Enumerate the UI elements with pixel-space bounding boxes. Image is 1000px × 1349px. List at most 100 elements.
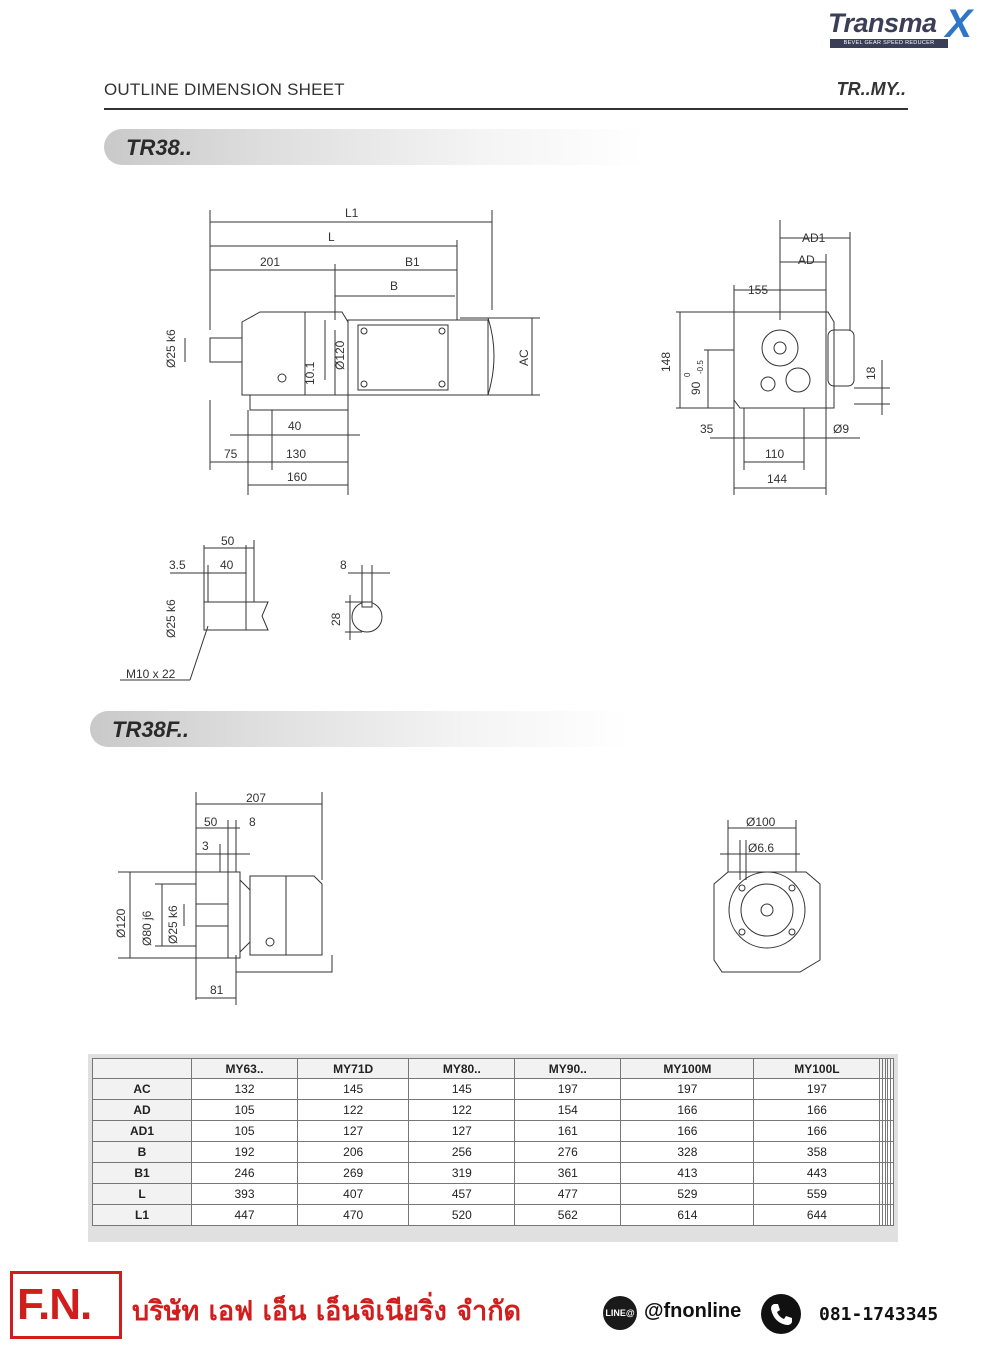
table-header-cell: MY80.. (408, 1058, 516, 1079)
dim-8-f: 8 (249, 815, 256, 829)
dim-10-1: 10.1 (303, 361, 317, 385)
row-label: L1 (92, 1204, 192, 1226)
dimension-table: MY63.. MY71D MY80.. MY90.. MY100M MY100L… (92, 1058, 894, 1226)
section-ribbon-tr38: TR38.. (104, 129, 644, 165)
table-header-cell: MY100M (620, 1058, 755, 1079)
line-icon: LINE@ (603, 1296, 637, 1330)
section-title: TR38F.. (112, 717, 190, 742)
row-label: B1 (92, 1162, 192, 1184)
dim-9: Ø9 (833, 422, 849, 436)
table-cell: 559 (753, 1183, 881, 1205)
dim-thread: M10 x 22 (126, 667, 176, 681)
dim-L: L (328, 230, 335, 244)
table-cell: 562 (514, 1204, 622, 1226)
table-cell: 154 (514, 1099, 622, 1121)
table-cell: 122 (296, 1099, 410, 1121)
dim-207: 207 (246, 791, 266, 805)
dim-6-6: Ø6.6 (748, 841, 774, 855)
fn-logo: F.N. (10, 1271, 122, 1339)
table-cell: 529 (620, 1183, 755, 1205)
table-header-cell: MY90.. (514, 1058, 622, 1079)
dim-L1: L1 (345, 206, 359, 220)
dim-130: 130 (286, 447, 306, 461)
table-cell: 256 (408, 1141, 516, 1163)
table-cell: 276 (514, 1141, 622, 1163)
table-cell: 358 (753, 1141, 881, 1163)
table-header-cell (890, 1058, 894, 1079)
table-cell (890, 1120, 894, 1142)
table-cell: 197 (620, 1078, 755, 1100)
dim-201: 201 (260, 255, 280, 269)
table-cell: 413 (620, 1162, 755, 1184)
table-cell: 166 (620, 1120, 755, 1142)
series-code: TR..MY.. (836, 79, 906, 99)
table-cell (890, 1078, 894, 1100)
brand-logo: Transma X BEVEL GEAR SPEED REDUCER (822, 2, 972, 50)
table-cell: 122 (408, 1099, 516, 1121)
table-cell: 246 (191, 1162, 298, 1184)
row-label: AD1 (92, 1120, 192, 1142)
table-header-cell (92, 1058, 192, 1079)
table-cell: 166 (753, 1099, 881, 1121)
dim-148: 148 (659, 352, 673, 372)
table-cell: 197 (753, 1078, 881, 1100)
table-header-cell: MY100L (753, 1058, 881, 1079)
dim-B: B (390, 279, 398, 293)
company-name: บริษัท เอฟ เอ็น เอ็นจิเนียริ่ง จำกัด (132, 1296, 522, 1327)
table-cell: 443 (753, 1162, 881, 1184)
header-rule (104, 108, 908, 110)
table-cell (890, 1162, 894, 1184)
dim-144: 144 (767, 472, 787, 486)
dim-120-f: Ø120 (114, 908, 128, 938)
phone-icon (761, 1294, 801, 1334)
table-cell (890, 1141, 894, 1163)
table-cell: 361 (514, 1162, 622, 1184)
table-cell: 644 (753, 1204, 881, 1226)
dim-110: 110 (765, 447, 784, 461)
dim-90-tol: 0 (683, 372, 692, 377)
tr38-drawing: L1 L 201 B1 B Ø25 k6 10.1 Ø120 AC 40 75 … (120, 206, 890, 681)
section-ribbon-tr38f: TR38F.. (90, 711, 630, 747)
table-cell: 166 (753, 1120, 881, 1142)
table-cell: 127 (408, 1120, 516, 1142)
dim-90-tol2: -0.5 (696, 360, 705, 374)
phone-number[interactable]: 081-1743345 (819, 1304, 939, 1325)
table-header-row: MY63.. MY71D MY80.. MY90.. MY100M MY100L (92, 1058, 894, 1079)
row-label: AD (92, 1099, 192, 1121)
dim-155: 155 (748, 283, 768, 297)
dim-shaft-detail: Ø25 k6 (164, 599, 178, 638)
table-cell: 407 (296, 1183, 410, 1205)
table-cell: 269 (296, 1162, 410, 1184)
flange-side-view (118, 792, 333, 1005)
sheet-title: OUTLINE DIMENSION SHEET (104, 80, 345, 99)
shaft-detail (120, 540, 390, 681)
brand-mark: X (945, 2, 972, 46)
table-cell (890, 1099, 894, 1121)
table-cell: 127 (296, 1120, 410, 1142)
table-cell: 166 (620, 1099, 755, 1121)
table-cell: 132 (191, 1078, 298, 1100)
table-cell: 328 (620, 1141, 755, 1163)
table-cell: 105 (191, 1120, 298, 1142)
table-cell: 470 (296, 1204, 410, 1226)
line-id[interactable]: @fnonline (644, 1300, 742, 1322)
table-cell: 161 (514, 1120, 622, 1142)
table-cell (890, 1204, 894, 1226)
section-title: TR38.. (126, 135, 193, 160)
tr38f-drawing: 207 50 8 3 Ø120 Ø80 j6 Ø25 k6 81 Ø100 Ø6… (114, 791, 821, 1005)
dim-B1: B1 (405, 255, 420, 269)
dim-shaft: Ø25 k6 (164, 329, 178, 368)
dim-3: 3 (202, 839, 209, 853)
flange-end-view (713, 820, 821, 973)
table-cell: 197 (514, 1078, 622, 1100)
table-header-cell: MY71D (296, 1058, 410, 1079)
dim-AC: AC (517, 349, 531, 366)
dim-50: 50 (221, 534, 235, 548)
dim-3-5: 3.5 (169, 558, 186, 572)
